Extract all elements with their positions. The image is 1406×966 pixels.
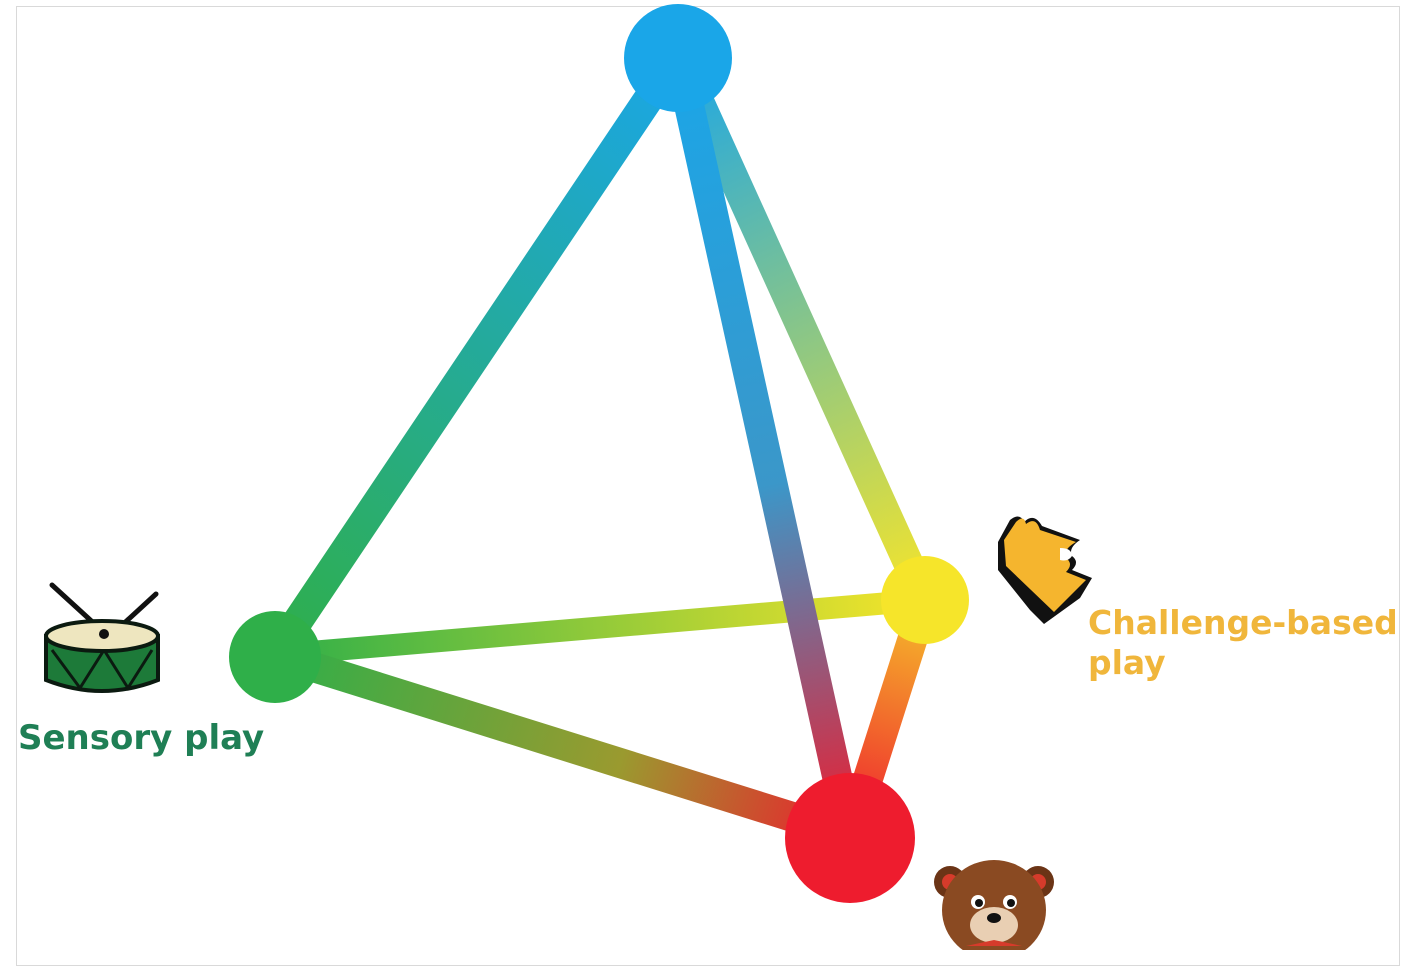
node-top: [624, 4, 732, 112]
node-sensory: [229, 611, 321, 703]
drum-icon: [46, 585, 158, 691]
edges: [275, 55, 925, 835]
edge-sensory-challenge: [275, 600, 925, 655]
edge-top-challenge: [678, 55, 925, 600]
label-challenge-line2: play: [1088, 643, 1398, 683]
edge-sensory-bottom: [275, 655, 850, 835]
edge-top-sensory: [275, 55, 678, 655]
teddy-bear-icon: [934, 860, 1054, 950]
node-challenge: [881, 556, 969, 644]
edge-top-bottom: [678, 55, 850, 835]
label-challenge-based-play: Challenge-based play: [1088, 603, 1398, 684]
label-challenge-line1: Challenge-based: [1088, 603, 1398, 643]
label-sensory-play: Sensory play: [18, 718, 264, 759]
puzzle-piece-icon: [998, 516, 1092, 624]
node-bottom: [785, 773, 915, 903]
